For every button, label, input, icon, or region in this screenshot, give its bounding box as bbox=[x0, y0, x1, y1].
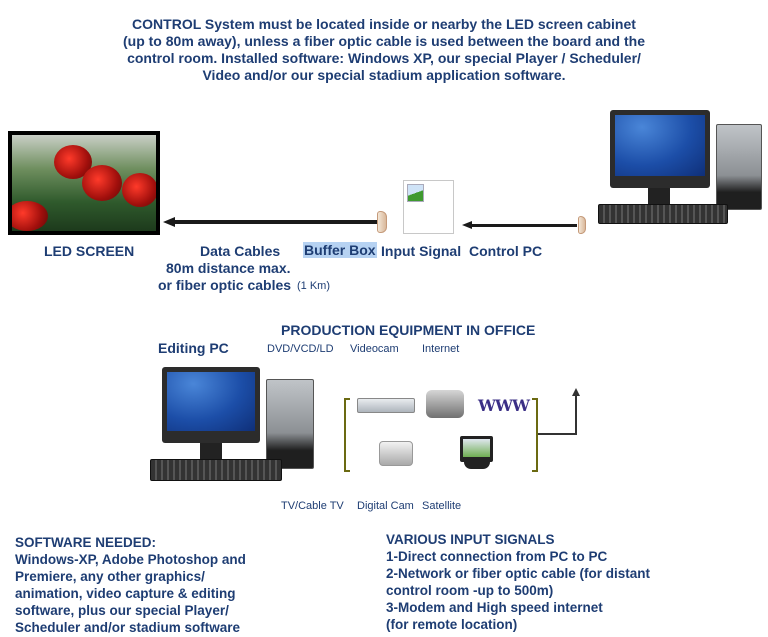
data-cables-label: Data Cables bbox=[200, 243, 281, 259]
control-pc-image bbox=[598, 108, 766, 228]
distance-label: 80m distance max. bbox=[166, 260, 291, 276]
bracket-right bbox=[532, 398, 538, 472]
arrow-left-icon bbox=[462, 221, 472, 229]
dvd-player-icon bbox=[357, 398, 415, 413]
digital-camera-icon bbox=[379, 441, 413, 466]
device-label-videocam: Videocam bbox=[350, 343, 399, 355]
software-line: Windows-XP, Adobe Photoshop and bbox=[15, 552, 246, 567]
intro-line: control room. Installed software: Window… bbox=[127, 50, 641, 66]
device-label-dvd: DVD/VCD/LD bbox=[267, 343, 334, 355]
connector-icon bbox=[578, 216, 586, 234]
antenna-arrow-icon bbox=[572, 388, 580, 396]
software-line: software, plus our special Player/ bbox=[15, 603, 229, 618]
production-title: PRODUCTION EQUIPMENT IN OFFICE bbox=[281, 322, 536, 338]
input-signals-title: VARIOUS INPUT SIGNALS bbox=[386, 532, 555, 547]
antenna-line bbox=[538, 433, 576, 435]
device-label-internet: Internet bbox=[422, 343, 460, 355]
intro-text: CONTROL System must be located inside or… bbox=[60, 16, 708, 84]
input-signal-line: 2-Network or fiber optic cable (for dist… bbox=[386, 566, 651, 581]
data-cable-line bbox=[173, 220, 377, 224]
device-label-tv: TV/Cable TV bbox=[281, 500, 344, 512]
editing-pc-label: Editing PC bbox=[158, 340, 229, 356]
input-signal-line: (for remote location) bbox=[386, 617, 518, 632]
input-signal-line: 3-Modem and High speed internet bbox=[386, 600, 603, 615]
input-signal-label: Input Signal bbox=[381, 243, 462, 259]
antenna-mast bbox=[575, 392, 577, 435]
satellite-tv-icon bbox=[460, 436, 493, 462]
software-line: Premiere, any other graphics/ bbox=[15, 569, 205, 584]
control-pc-label: Control PC bbox=[469, 243, 543, 259]
internet-www-icon: WWW bbox=[478, 396, 530, 415]
led-screen-image bbox=[8, 131, 160, 235]
videocam-icon bbox=[426, 390, 464, 418]
device-label-digicam: Digital Cam bbox=[357, 500, 414, 512]
intro-line: CONTROL System must be located inside or… bbox=[132, 16, 636, 32]
tv-stand-icon bbox=[464, 462, 490, 469]
intro-line: Video and/or our special stadium applica… bbox=[202, 67, 566, 83]
input-signal-line: 1-Direct connection from PC to PC bbox=[386, 549, 608, 564]
connector-icon bbox=[377, 211, 387, 233]
device-label-satellite: Satellite bbox=[422, 500, 462, 512]
buffer-box-label: Buffer Box bbox=[303, 242, 377, 258]
broken-image-icon bbox=[403, 180, 454, 234]
intro-line: (up to 80m away), unless a fiber optic c… bbox=[122, 33, 645, 49]
led-screen-label: LED SCREEN bbox=[44, 243, 135, 259]
software-line: Scheduler and/or stadium software bbox=[15, 620, 241, 635]
fiber-distance-label: (1 Km) bbox=[297, 280, 330, 292]
software-line: animation, video capture & editing bbox=[15, 586, 236, 601]
bracket-left bbox=[344, 398, 350, 472]
input-cable-line bbox=[471, 224, 577, 227]
input-signal-line: control room -up to 500m) bbox=[386, 583, 554, 598]
fiber-label: or fiber optic cables bbox=[158, 277, 292, 293]
arrow-left-icon bbox=[163, 217, 175, 227]
software-title: SOFTWARE NEEDED: bbox=[15, 535, 157, 550]
editing-pc-image bbox=[150, 365, 320, 485]
software-needed-block: SOFTWARE NEEDED: Windows-XP, Adobe Photo… bbox=[15, 534, 246, 636]
input-signals-block: VARIOUS INPUT SIGNALS 1-Direct connectio… bbox=[386, 531, 650, 633]
